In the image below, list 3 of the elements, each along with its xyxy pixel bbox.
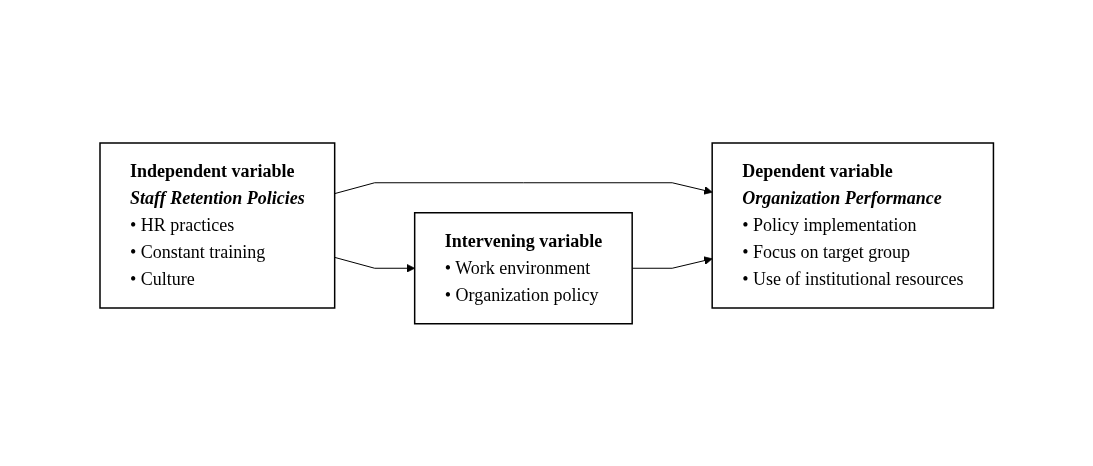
node-box: Intervening variable • Work environment • Organization policy bbox=[413, 211, 633, 325]
node-box: Dependent variable Organization Performance • Policy implementation • Focus on target group • Use of institutional resources bbox=[711, 141, 994, 309]
node-box: Independent variable Staff Retention Policies • HR practices • Constant training • Culture bbox=[99, 141, 336, 309]
